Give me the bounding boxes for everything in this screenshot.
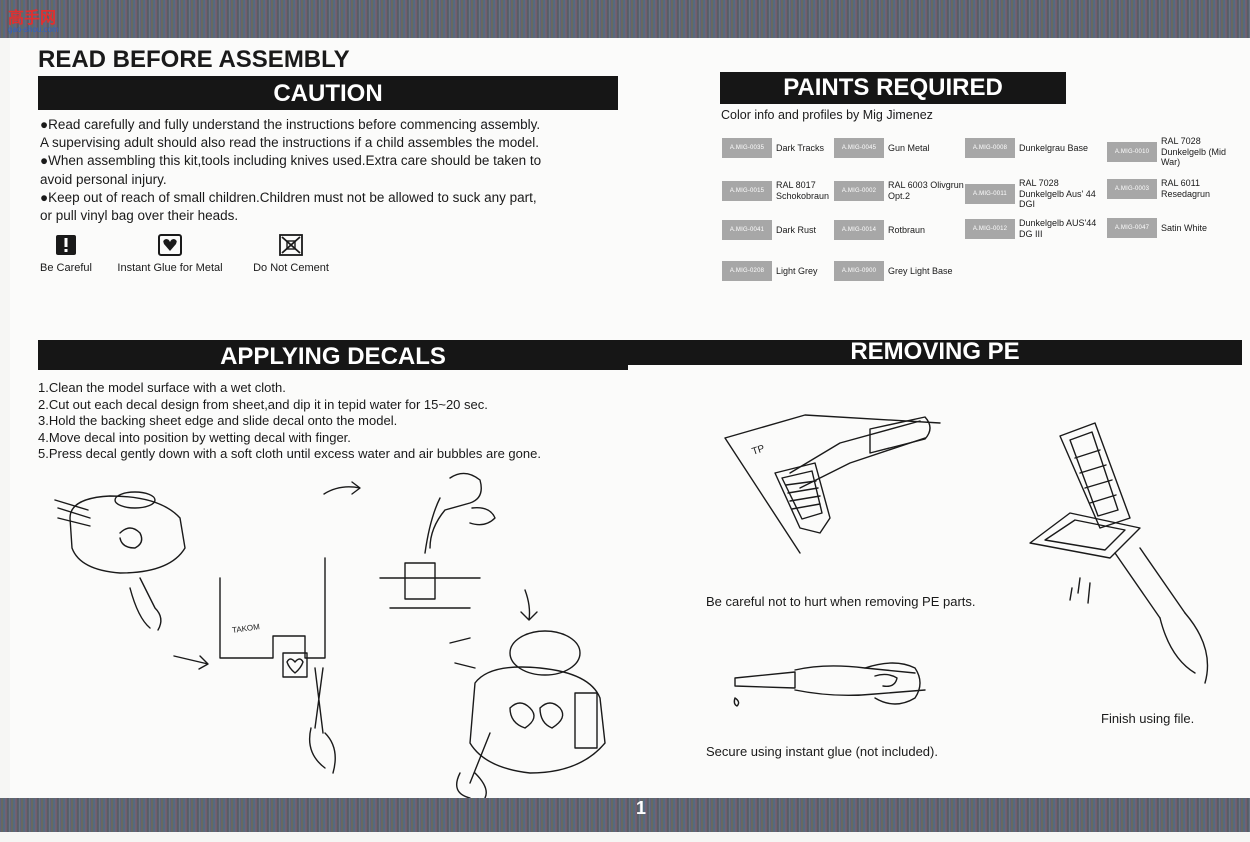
paint-name: RAL 8017 Schokobraun (776, 180, 830, 201)
arrow-icon (173, 655, 209, 670)
paint-chip: A.MIG-0045 (834, 138, 884, 158)
paint-swatch: A.MIG-0014 Rotbraun (834, 220, 970, 240)
paint-name: Dark Tracks (776, 142, 825, 153)
caution-line: avoid personal injury. (40, 171, 167, 187)
paint-name: Dark Rust (776, 224, 817, 235)
paint-chip: A.MIG-0003 (1107, 178, 1157, 199)
paint-chip: A.MIG-0041 (722, 220, 772, 240)
paint-name: Dunkelgrau Base (1019, 142, 1089, 153)
page-title: READ BEFORE ASSEMBLY (38, 46, 350, 73)
decal-step: 1.Clean the model surface with a wet clo… (38, 380, 286, 395)
paint-chip: A.MIG-0900 (834, 261, 884, 281)
decal-step: 4.Move decal into position by wetting de… (38, 429, 351, 445)
paint-chip: A.MIG-0208 (722, 261, 772, 281)
icon-label: Be Careful (40, 262, 92, 274)
caution-icons: Be Careful Instant Glue for Metal Do Not… (38, 234, 368, 284)
paint-name: Grey Light Base (888, 265, 953, 276)
paints-header: PAINTS REQUIRED (720, 72, 1066, 104)
glue-metal-icon (158, 234, 182, 256)
paint-name: Dunkelgelb AUS'44 DG III (1019, 218, 1097, 239)
paints-subtitle: Color info and profiles by Mig Jimenez (721, 108, 933, 122)
top-border-stripe (0, 0, 1250, 38)
do-not-cement-item: Do Not Cement (246, 234, 336, 274)
paint-chip: A.MIG-0010 (1107, 141, 1157, 162)
decal-step: 2.Cut out each decal design from sheet,a… (38, 396, 488, 412)
glue-caption: Secure using instant glue (not included)… (706, 744, 938, 759)
bottom-border-stripe (0, 798, 1250, 832)
turret-decal-illustration (449, 630, 606, 799)
be-careful-item: Be Careful (38, 234, 94, 274)
paint-chip: A.MIG-0011 (965, 183, 1015, 204)
warning-icon (56, 235, 76, 255)
caution-line: A supervising adult should also read the… (40, 135, 540, 151)
paint-swatch: A.MIG-0008 Dunkelgrau Base (965, 138, 1105, 158)
pe-caution-caption: Be careful not to hurt when removing PE … (706, 594, 976, 609)
arrow-icon (323, 481, 361, 495)
decal-dip-illustration (379, 472, 496, 609)
turret-cloth-illustration (54, 491, 186, 631)
watermark-chars: 高手网 (8, 8, 57, 27)
paint-chip: A.MIG-0002 (834, 180, 884, 201)
caution-text: ●Read carefully and fully understand the… (40, 116, 620, 225)
decal-step: 3.Hold the backing sheet edge and slide … (38, 413, 398, 428)
caution-header: CAUTION (38, 76, 618, 110)
decals-header: APPLYING DECALS (38, 340, 628, 370)
paint-chip: A.MIG-0035 (722, 138, 772, 158)
paint-swatch: A.MIG-0900 Grey Light Base (834, 261, 970, 281)
paint-chip: A.MIG-0015 (722, 180, 772, 201)
file-pe-illustration (1029, 422, 1209, 684)
decal-steps: 1.Clean the model surface with a wet clo… (38, 380, 541, 463)
paint-name: Satin White (1161, 222, 1208, 233)
paint-name: RAL 7028 Dunkelgelb Aus' 44 DGI (1019, 178, 1096, 209)
paint-swatch: A.MIG-0208 Light Grey (722, 261, 858, 281)
paint-chip: A.MIG-0008 (965, 138, 1015, 158)
paint-swatch: A.MIG-0041 Dark Rust (722, 220, 858, 240)
instruction-page: READ BEFORE ASSEMBLY CAUTION ●Read caref… (10, 38, 1250, 799)
decal-step: 5.Press decal gently down with a soft cl… (38, 446, 541, 461)
tweezers-pe-illustration (724, 414, 941, 554)
no-cement-icon (279, 234, 303, 256)
glue-bottle-illustration (733, 662, 926, 707)
arrow-icon (520, 589, 538, 621)
caution-line: or pull vinyl bag over their heads. (40, 208, 239, 224)
icon-label: Instant Glue for Metal (117, 262, 223, 274)
caution-line: ●When assembling this kit,tools includin… (40, 153, 542, 169)
paint-name: RAL 7028 Dunkelgelb (Mid War) (1161, 136, 1227, 167)
icon-label: Do Not Cement (253, 262, 329, 274)
caution-line: ●Read carefully and fully understand the… (40, 117, 541, 132)
paint-name: Gun Metal (888, 142, 930, 153)
instant-glue-item: Instant Glue for Metal (110, 234, 230, 274)
pe-header: REMOVING PE (628, 340, 1242, 365)
file-caption: Finish using file. (1101, 711, 1195, 726)
paint-chip: A.MIG-0047 (1107, 218, 1157, 238)
decal-sheet-illustration (219, 557, 336, 774)
caution-line: ●Keep out of reach of small children.Chi… (40, 189, 537, 205)
paint-name: RAL 6003 Olivgrun Opt.2 (888, 180, 964, 201)
paint-name: Light Grey (776, 265, 818, 276)
paint-swatch: A.MIG-0045 Gun Metal (834, 138, 970, 158)
watermark-url: gao-shou.com (8, 25, 59, 34)
paint-chip: A.MIG-0012 (965, 218, 1015, 239)
paint-name: Rotbraun (888, 224, 926, 235)
paint-chip: A.MIG-0014 (834, 220, 884, 240)
page-number: 1 (636, 798, 647, 818)
watermark-logo: 高手网 gao-shou.com (8, 4, 68, 34)
paint-name: RAL 6011 Resedagrun (1161, 178, 1211, 199)
paint-swatch: A.MIG-0035 Dark Tracks (722, 138, 858, 158)
paint-swatch: A.MIG-0047 Satin White (1107, 218, 1243, 238)
